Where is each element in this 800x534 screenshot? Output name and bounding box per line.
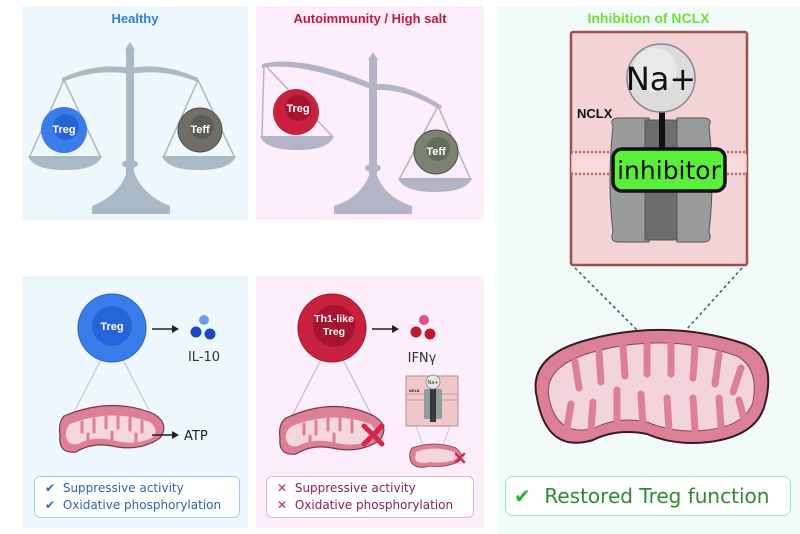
inhibition-title: Inhibition of NCLX bbox=[587, 10, 710, 26]
outcome-item: ✕ Suppressive activity bbox=[277, 480, 463, 497]
teff-weight: Teff bbox=[413, 129, 459, 175]
treg-label: Treg bbox=[52, 124, 75, 136]
mitochondrion-icon bbox=[58, 404, 165, 453]
secretion-arrow-icon bbox=[372, 325, 399, 333]
autoimmunity-title: Autoimmunity / High salt bbox=[293, 11, 447, 26]
inhibitor-label: inhibitor bbox=[617, 156, 721, 185]
ifng-label: IFNγ bbox=[408, 351, 437, 366]
outcome-text: Suppressive activity bbox=[294, 481, 416, 495]
il10-label: IL-10 bbox=[188, 350, 220, 365]
atp-label: ATP bbox=[184, 429, 208, 444]
secretion-arrow-icon bbox=[152, 325, 179, 333]
ifng-molecules-icon bbox=[410, 315, 436, 340]
treg-label: Treg bbox=[323, 326, 345, 338]
autoimmunity-scale-panel: Autoimmunity / High salt Treg Teff bbox=[256, 6, 484, 220]
check-icon: ✔ bbox=[45, 498, 56, 512]
check-icon: ✔ bbox=[45, 481, 56, 495]
autoimmunity-outcome-box: ✕ Suppressive activity ✕ Oxidative phosp… bbox=[266, 476, 474, 518]
teff-weight: Teff bbox=[177, 107, 223, 153]
healthy-cell-diagram: Treg IL-10 ATP bbox=[58, 293, 220, 453]
treg-cell-label: Treg bbox=[100, 321, 123, 333]
inset-na-label: Na+ bbox=[428, 380, 439, 386]
teff-label: Teff bbox=[426, 146, 446, 158]
healthy-outcome-box: ✔ Suppressive activity ✔ Oxidative phosp… bbox=[34, 476, 240, 518]
zoom-lines bbox=[574, 267, 743, 341]
outcome-text: Oxidative phosphorylation bbox=[294, 498, 454, 512]
cross-icon: ✕ bbox=[277, 481, 288, 495]
tipped-scale-icon: Treg Teff bbox=[260, 52, 472, 214]
treg-label: Treg bbox=[286, 103, 309, 115]
outcome-item: ✔ Suppressive activity bbox=[45, 480, 229, 497]
th1-like-treg-cell-icon: Th1-like Treg bbox=[297, 293, 367, 363]
inset-nclx-label: NCLX bbox=[409, 389, 420, 393]
outcome-text: Oxidative phosphorylation bbox=[62, 498, 222, 512]
restored-function-box: ✔ Restored Treg function bbox=[505, 476, 791, 516]
restored-function-text: Restored Treg function bbox=[544, 484, 770, 508]
balanced-scale-icon: Treg Teff bbox=[28, 42, 236, 214]
treg-cell-icon: Treg bbox=[77, 293, 147, 363]
healthy-scale-panel: Healthy Treg Teff bbox=[22, 6, 248, 220]
autoimmunity-cell-diagram: Th1-like Treg IFNγ bbox=[279, 293, 466, 468]
cross-icon bbox=[454, 452, 466, 464]
dysfunctional-mitochondrion-icon bbox=[279, 405, 385, 455]
cross-icon: ✕ bbox=[277, 498, 288, 512]
outcome-item: ✕ Oxidative phosphorylation bbox=[277, 497, 463, 514]
th1-like-label: Th1-like bbox=[314, 313, 354, 325]
outcome-text: Suppressive activity bbox=[62, 481, 184, 495]
nclx-inset-icon: Na+ NCLX bbox=[405, 374, 459, 449]
treg-weight: Treg bbox=[273, 89, 319, 135]
check-icon: ✔ bbox=[514, 484, 531, 508]
cross-icon bbox=[361, 423, 385, 447]
large-mitochondrion-icon bbox=[534, 328, 770, 444]
inhibitor-badge: inhibitor bbox=[611, 147, 727, 193]
il10-molecules-icon bbox=[190, 315, 216, 340]
autoimmunity-cell-panel: Th1-like Treg IFNγ bbox=[256, 276, 484, 528]
healthy-title: Healthy bbox=[111, 11, 159, 26]
atp-arrow-icon bbox=[152, 431, 179, 439]
nclx-label: NCLX bbox=[577, 106, 613, 121]
sodium-ion-icon: Na+ bbox=[626, 43, 696, 113]
na-label: Na+ bbox=[626, 60, 696, 98]
teff-label: Teff bbox=[190, 124, 210, 136]
treg-weight: Treg bbox=[41, 107, 87, 153]
outcome-item: ✔ Oxidative phosphorylation bbox=[45, 497, 229, 514]
nclx-inhibition-diagram: Na+ NCLX inhibitor bbox=[534, 30, 770, 444]
small-mitochondrion-icon bbox=[409, 443, 466, 468]
nclx-inhibition-panel: Inhibition of NCLX Na+ NCLX inhibitor bbox=[497, 6, 800, 534]
healthy-cell-panel: Treg IL-10 ATP bbox=[22, 276, 248, 528]
